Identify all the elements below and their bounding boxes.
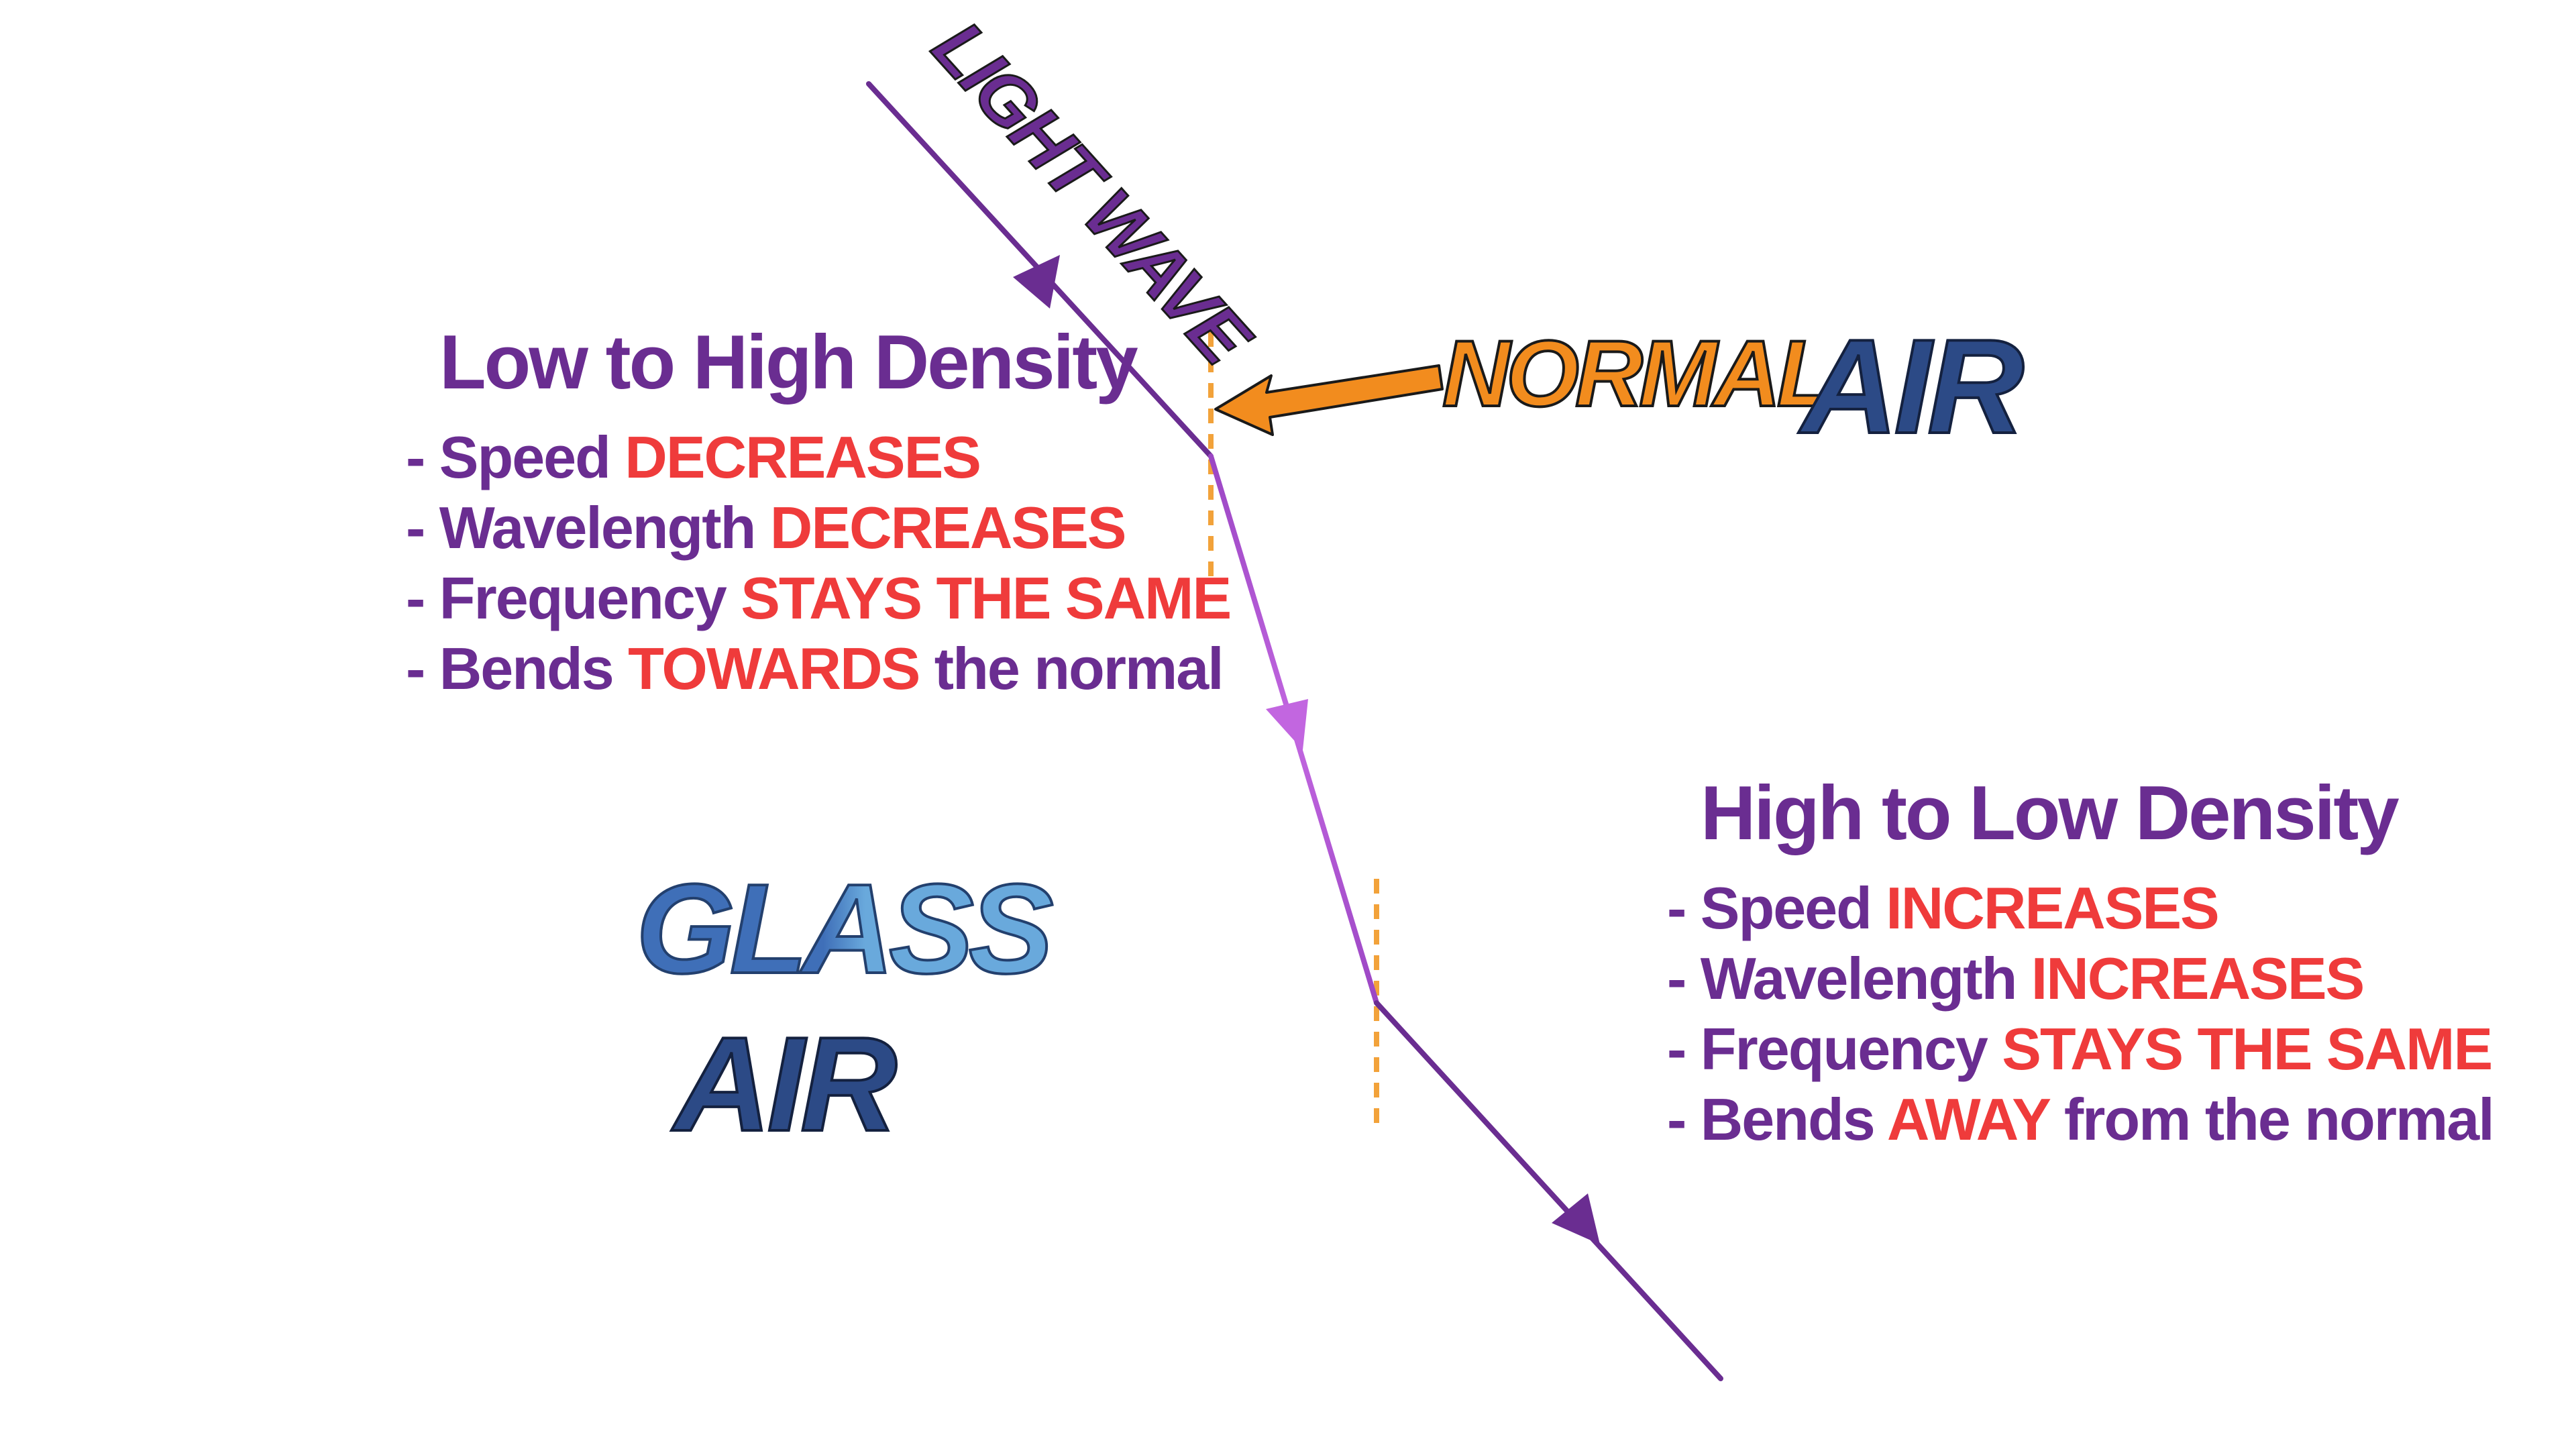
list-item: - Speed DECREASES xyxy=(406,424,981,491)
air-top-label: AIR xyxy=(1798,312,2024,462)
list-item: - Wavelength INCREASES xyxy=(1667,945,2365,1012)
list-item: - Frequency STAYS THE SAME xyxy=(1667,1016,2493,1083)
air-bottom-label: AIR xyxy=(671,1010,897,1159)
list-item: - Frequency STAYS THE SAME xyxy=(406,565,1232,632)
low-to-high-title: Low to High Density xyxy=(439,320,1138,405)
glass-label: GLASS xyxy=(636,858,1053,1000)
high-to-low-density-panel: High to Low Density - Speed INCREASES - … xyxy=(1667,771,2495,1155)
incident-ray-arrow-icon xyxy=(1013,255,1060,309)
list-item: - Wavelength DECREASES xyxy=(406,494,1126,561)
low-to-high-density-panel: Low to High Density - Speed DECREASES - … xyxy=(406,320,1232,704)
emergent-ray xyxy=(1374,1000,1723,1381)
emergent-ray-arrow-icon xyxy=(1552,1193,1600,1244)
list-item: - Bends TOWARDS the normal xyxy=(406,635,1224,702)
list-item: - Bends AWAY from the normal xyxy=(1667,1086,2495,1153)
normal-pointer-arrow-icon xyxy=(1214,364,1444,436)
list-item: - Speed INCREASES xyxy=(1667,875,2220,942)
high-to-low-title: High to Low Density xyxy=(1701,771,2400,856)
low-to-high-list: - Speed DECREASES - Wavelength DECREASES… xyxy=(406,422,1232,704)
high-to-low-list: - Speed INCREASES - Wavelength INCREASES… xyxy=(1667,873,2495,1155)
glass-ray-arrow-icon xyxy=(1266,699,1308,750)
normal-label: NORMAL xyxy=(1442,321,1830,426)
